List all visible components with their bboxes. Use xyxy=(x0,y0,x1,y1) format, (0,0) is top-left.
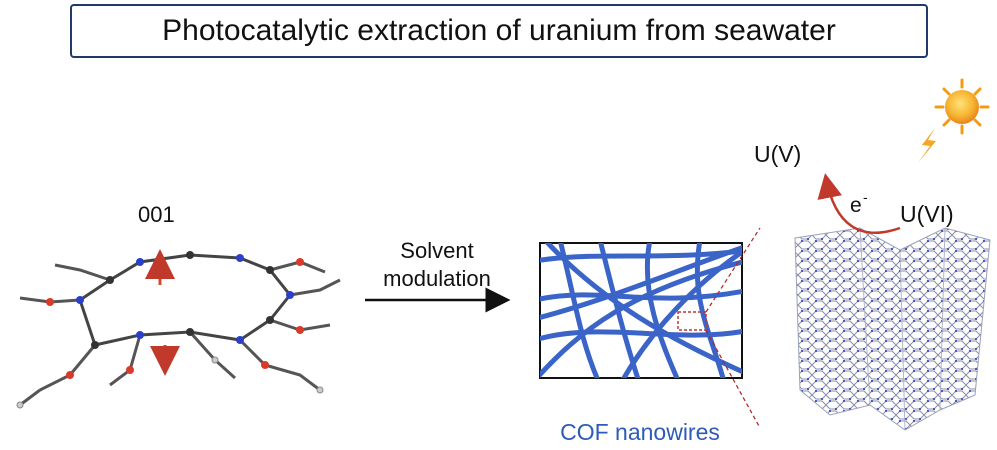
u5-label: U(V) xyxy=(754,141,801,167)
nanowires-label: COF nanowires xyxy=(560,419,720,445)
figure-title: Photocatalytic extraction of uranium fro… xyxy=(162,14,836,47)
zoom-line-bottom xyxy=(705,329,761,429)
plane-label: 001 xyxy=(138,202,175,227)
step-label-line2: modulation xyxy=(383,266,491,291)
nanowire-panel xyxy=(539,242,743,379)
sun-icon xyxy=(934,78,990,135)
lightning-icon xyxy=(918,128,936,163)
reduction-arrow xyxy=(817,173,901,234)
molecule-atoms xyxy=(16,251,324,409)
molecular-structure xyxy=(19,253,341,407)
electron-label: e xyxy=(850,194,862,217)
title-box: Photocatalytic extraction of uranium fro… xyxy=(70,4,928,58)
u6-label: U(VI) xyxy=(900,201,954,227)
zoom-line-top xyxy=(705,227,761,313)
electron-sup: - xyxy=(863,189,868,205)
cof-stack xyxy=(794,227,991,431)
step-label-line1: Solvent xyxy=(400,238,473,263)
